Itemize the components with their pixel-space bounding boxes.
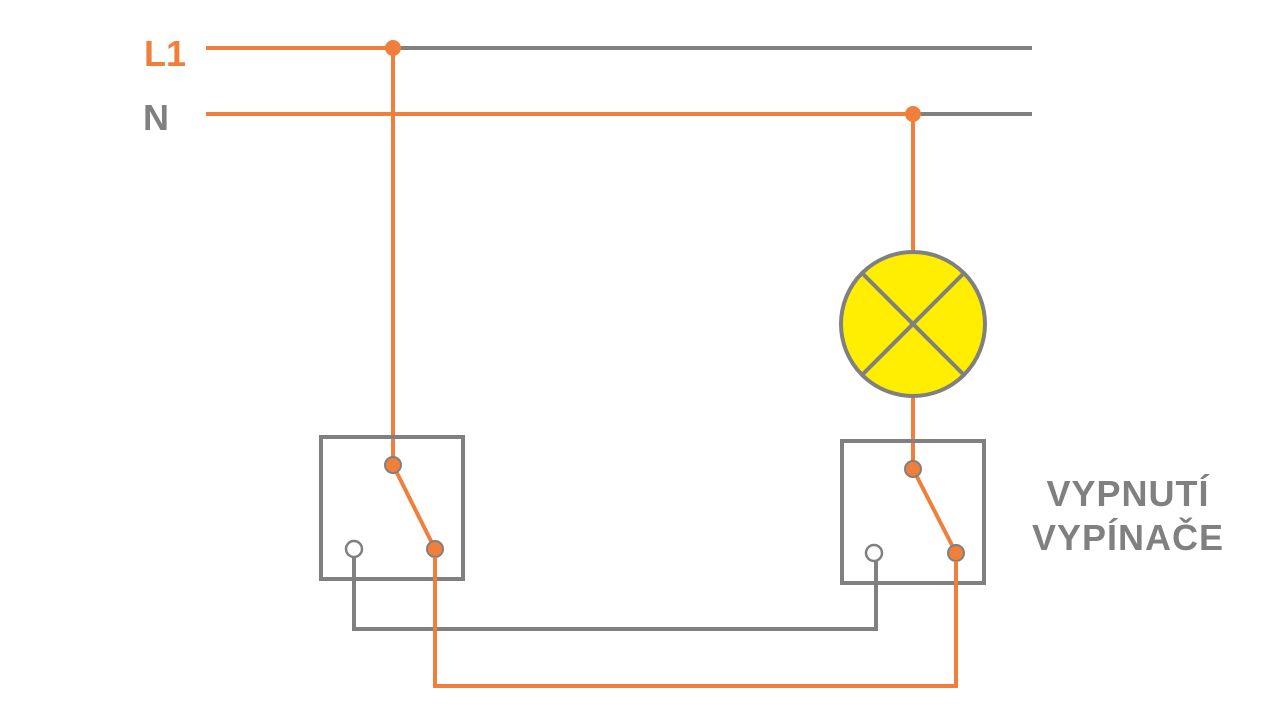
- switch-2-lever: [911, 468, 958, 554]
- switch-1-terminal-open: [344, 539, 364, 559]
- traveler-wire-idle: [352, 557, 878, 631]
- switch-1-common-terminal: [384, 456, 402, 474]
- caption-line-2: VYPÍNAČE: [1031, 517, 1225, 558]
- lamp: [839, 250, 987, 398]
- switch-2-terminal-open: [864, 543, 884, 563]
- switch-1-lever: [391, 464, 437, 550]
- lamp-cross-2: [860, 271, 966, 377]
- switch-1-terminal-closed: [426, 540, 444, 558]
- junction-l1: [385, 40, 401, 56]
- switch-1-box: [319, 435, 465, 581]
- label-l1: L1: [144, 33, 186, 74]
- junction-n: [905, 106, 921, 122]
- switch-1: [319, 435, 465, 581]
- caption: VYPNUTÍ VYPÍNAČE: [1012, 472, 1244, 560]
- switch-2-terminal-closed: [947, 544, 965, 562]
- label-n: N: [143, 97, 169, 138]
- switch-2-common-terminal: [904, 460, 922, 478]
- switch-2: [840, 439, 986, 585]
- caption-line-1: VYPNUTÍ: [1046, 473, 1210, 514]
- traveler-wire-live: [433, 557, 958, 688]
- switch-2-box: [840, 439, 986, 585]
